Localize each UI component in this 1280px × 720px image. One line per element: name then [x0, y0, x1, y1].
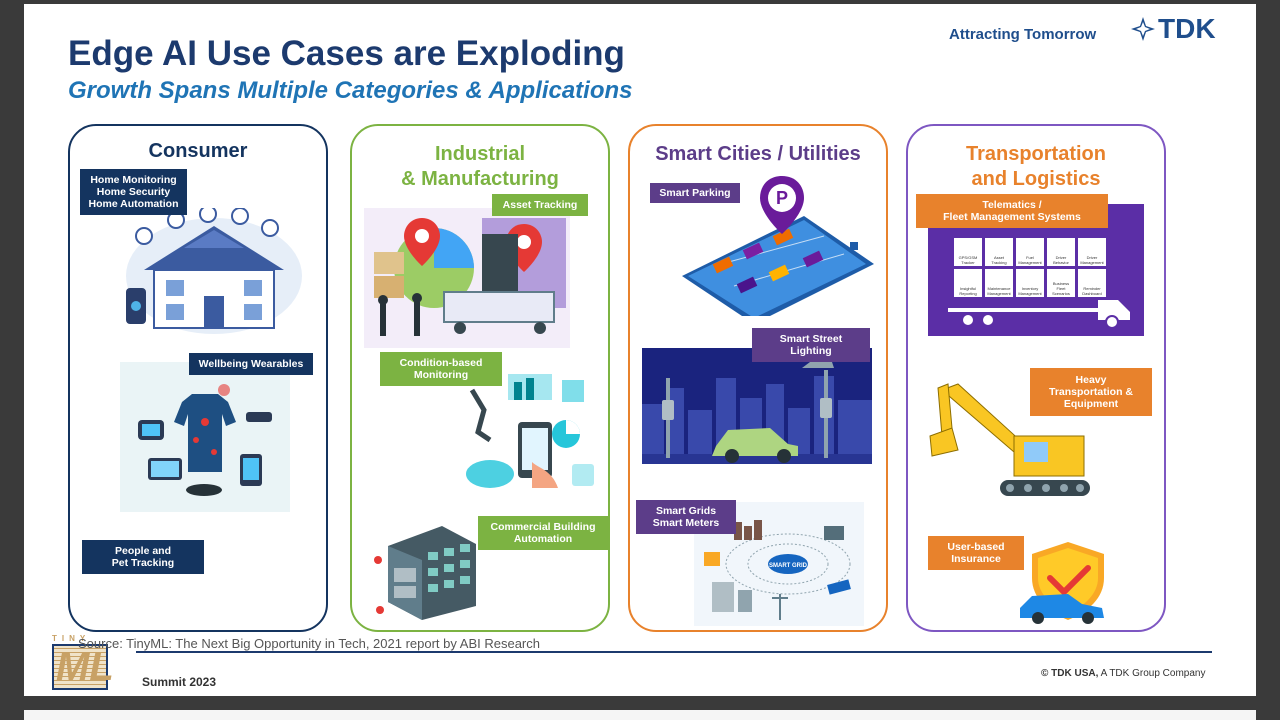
category-card-transportation: Transportation and Logistics GPS/GSM Tra…	[906, 124, 1166, 632]
use-case-label: Telematics / Fleet Management Systems	[916, 194, 1108, 228]
copyright-brand: © TDK USA,	[1041, 668, 1099, 679]
use-case-label: Commercial Building Automation	[478, 516, 608, 550]
slide: Edge AI Use Cases are Exploding Growth S…	[24, 4, 1256, 696]
event-logo-top-text: TINY	[52, 634, 91, 643]
category-card-smart-cities: Smart Cities / Utilities Smart Parking P	[628, 124, 888, 632]
tdk-logo: TDK	[1130, 13, 1242, 44]
use-case-label: User-based Insurance	[928, 536, 1024, 570]
smart-street-lighting-illustration	[642, 348, 872, 464]
telematics-tile: Reminder Dashboard	[1078, 269, 1106, 297]
category-title: Consumer	[148, 140, 248, 162]
use-case-label: Heavy Transportation & Equipment	[1030, 368, 1152, 416]
condition-monitoring-illustration	[466, 374, 594, 488]
telematics-tile: Maintenance Management	[985, 269, 1013, 297]
footer-divider	[136, 651, 1212, 653]
commercial-building-illustration	[374, 526, 486, 620]
wearables-illustration	[120, 362, 290, 512]
copyright-notice: © TDK USA, A TDK Group Company	[1041, 668, 1205, 679]
use-case-label: Wellbeing Wearables	[189, 353, 313, 375]
truck-icon	[948, 300, 1130, 329]
asset-tracking-illustration	[364, 208, 570, 348]
smart-parking-illustration: P	[682, 176, 874, 316]
telematics-tile: Business Fleet Scenarios	[1047, 269, 1075, 297]
telematics-tile: Fuel Management	[1016, 238, 1044, 266]
parking-sign-letter: P	[776, 188, 788, 208]
use-case-label: Asset Tracking	[492, 194, 588, 216]
tdk-wordmark: TDK	[1158, 13, 1216, 44]
telematics-tile: Inventory Management	[1016, 269, 1044, 297]
copyright-company: A TDK Group Company	[1100, 668, 1206, 679]
insurance-illustration	[1020, 542, 1104, 624]
use-case-label: People and Pet Tracking	[82, 540, 204, 574]
use-case-label: Condition-based Monitoring	[380, 352, 502, 386]
category-title: Industrial & Manufacturing	[401, 143, 559, 190]
category-title: Transportation and Logistics	[965, 143, 1106, 190]
next-slide-edge	[24, 710, 1256, 720]
event-logo-main-text: ML	[56, 645, 114, 689]
tinyml-summit-logo: TINY ML	[50, 634, 114, 694]
category-title: Smart Cities / Utilities	[655, 143, 861, 165]
use-case-label: Smart Street Lighting	[752, 328, 870, 362]
category-card-consumer: Consumer Home Monitoring Home Security H…	[68, 124, 328, 632]
excavator-illustration	[929, 383, 1090, 496]
telematics-tile: Driver Behavior	[1047, 238, 1075, 266]
telematics-tile: Asset Tracking	[985, 238, 1013, 266]
brand-tagline: Attracting Tomorrow	[949, 26, 1097, 43]
tdk-emblem-icon	[1131, 17, 1155, 41]
telematics-tile: GPS/GSM Tracker	[954, 238, 982, 266]
event-name: Summit 2023	[142, 675, 217, 689]
use-case-label: Smart Parking	[650, 183, 740, 203]
source-citation: Source: TinyML: The Next Big Opportunity…	[78, 636, 540, 651]
category-card-industrial: Industrial & Manufacturing Asset Trackin…	[350, 124, 610, 632]
smart-home-illustration	[126, 208, 302, 334]
use-case-label: Smart Grids Smart Meters	[636, 500, 736, 534]
slide-subtitle: Growth Spans Multiple Categories & Appli…	[68, 77, 633, 104]
use-case-label: Home Monitoring Home Security Home Autom…	[80, 169, 187, 215]
telematics-tile: Insightful Reporting	[954, 269, 982, 297]
slide-title: Edge AI Use Cases are Exploding	[68, 34, 625, 73]
telematics-tile: Driver Management	[1078, 238, 1106, 266]
smart-grid-hub-label: SMART GRID	[769, 563, 808, 569]
